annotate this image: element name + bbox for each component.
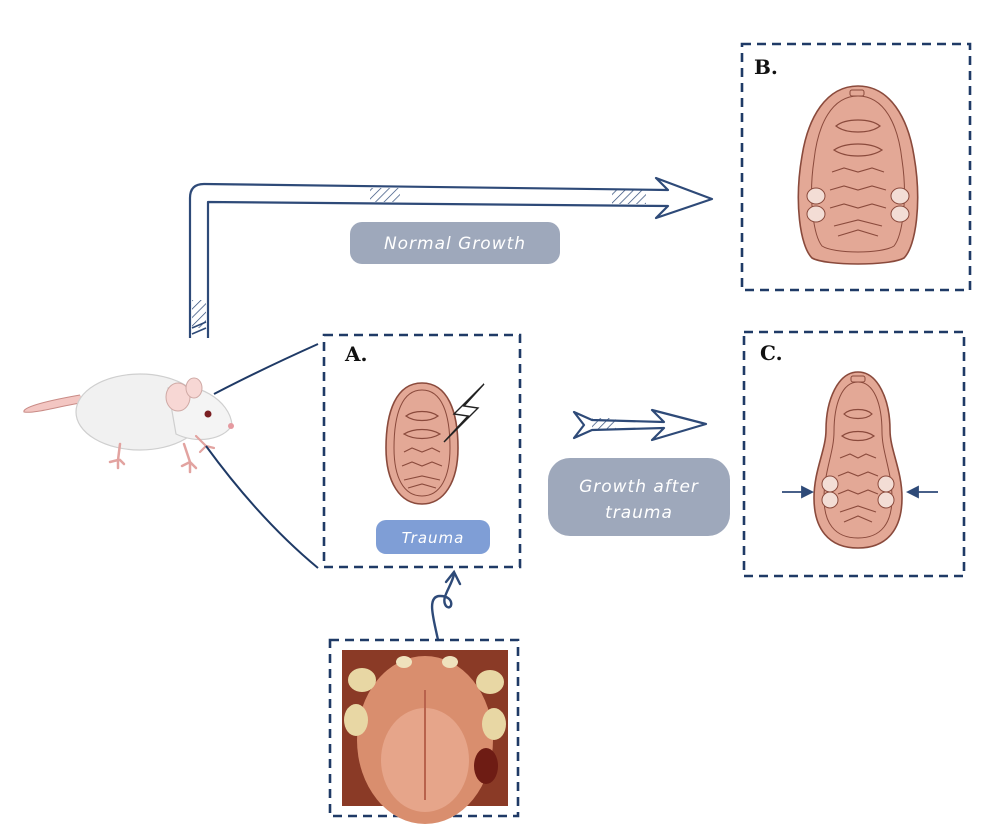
lightning-icon: [443, 383, 485, 443]
panel-a-label: A.: [344, 342, 367, 366]
curl-arrow-icon: [430, 569, 462, 642]
palate-photo: [328, 638, 520, 824]
palate-icon: [813, 371, 903, 549]
palate-icon: [385, 382, 459, 505]
panel-c: C.: [742, 330, 966, 578]
panel-a: A. Trauma: [322, 333, 522, 569]
normal-growth-arrow: [188, 176, 714, 338]
growth-after-text-line2: trauma: [605, 503, 673, 523]
trauma-label: Trauma: [376, 520, 490, 554]
normal-growth-label: Normal Growth: [350, 222, 560, 264]
palate-icon: [797, 85, 919, 265]
zoom-lines: [205, 343, 319, 569]
growth-after-trauma-arrow: [572, 408, 708, 442]
normal-growth-text: Normal Growth: [384, 234, 526, 254]
rat-icon: [23, 373, 234, 474]
growth-after-trauma-label: Growth after trauma: [548, 458, 730, 536]
trauma-text: Trauma: [402, 529, 465, 547]
constriction-arrows: [782, 485, 938, 499]
panel-b-label: B.: [754, 55, 778, 79]
panel-b: B.: [740, 42, 972, 292]
growth-after-text-line1: Growth after: [579, 477, 699, 497]
panel-c-label: C.: [760, 341, 783, 365]
